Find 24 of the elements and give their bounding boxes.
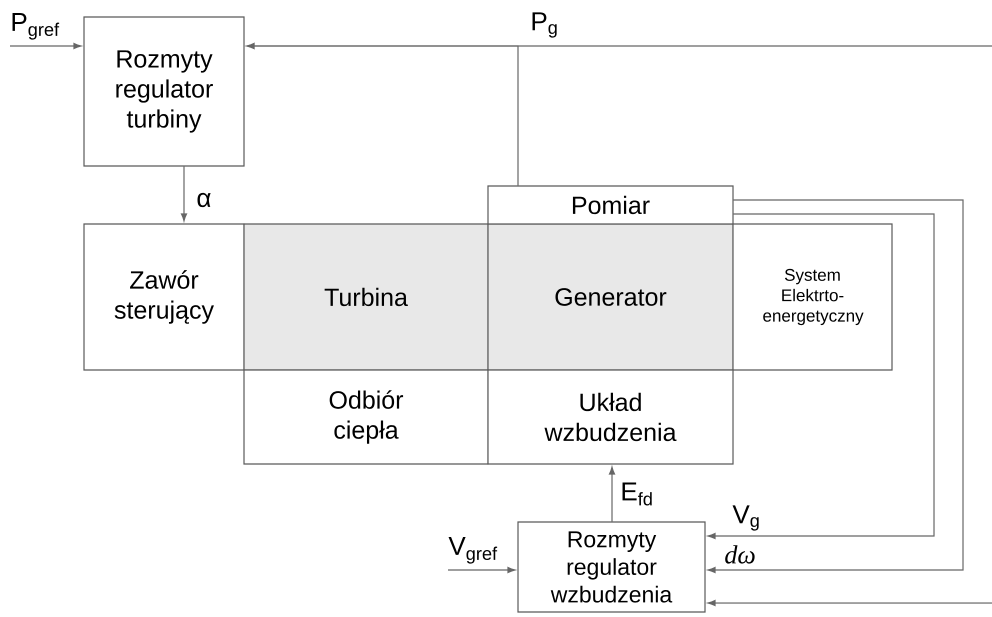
edge-label: P$_{gref}$	[12, 13, 60, 40]
edge-label: E$_{fd}$	[622, 482, 652, 506]
block-box: System Elektrto-energetyczny	[732, 223, 893, 371]
arrow	[708, 199, 964, 574]
edge-label: dω	[725, 545, 755, 564]
block-box: Układ wzbudzenia	[487, 369, 734, 465]
block-box: Turbina	[243, 223, 489, 371]
edge-label: P$_{g}$	[532, 12, 557, 38]
arrow	[448, 566, 516, 574]
block-box: Rozmyty regulator wzbudzenia	[517, 521, 706, 613]
edge-label: V$_{gref}$	[448, 537, 498, 564]
block-box: Zawór sterujący	[83, 223, 245, 371]
block-box: Generator	[487, 223, 734, 371]
block-box: Pomiar	[487, 185, 734, 225]
block-box: Odbiór ciepła	[243, 369, 489, 465]
arrow	[708, 213, 935, 540]
edge-label: α	[198, 192, 211, 208]
arrow	[608, 466, 616, 522]
arrow	[246, 42, 519, 186]
arrow	[180, 166, 188, 222]
arrow	[708, 600, 992, 606]
edge-label: V$_{g}$	[732, 505, 759, 531]
block-box: Rozmyty regulator turbiny	[83, 16, 245, 167]
arrow	[10, 42, 82, 50]
